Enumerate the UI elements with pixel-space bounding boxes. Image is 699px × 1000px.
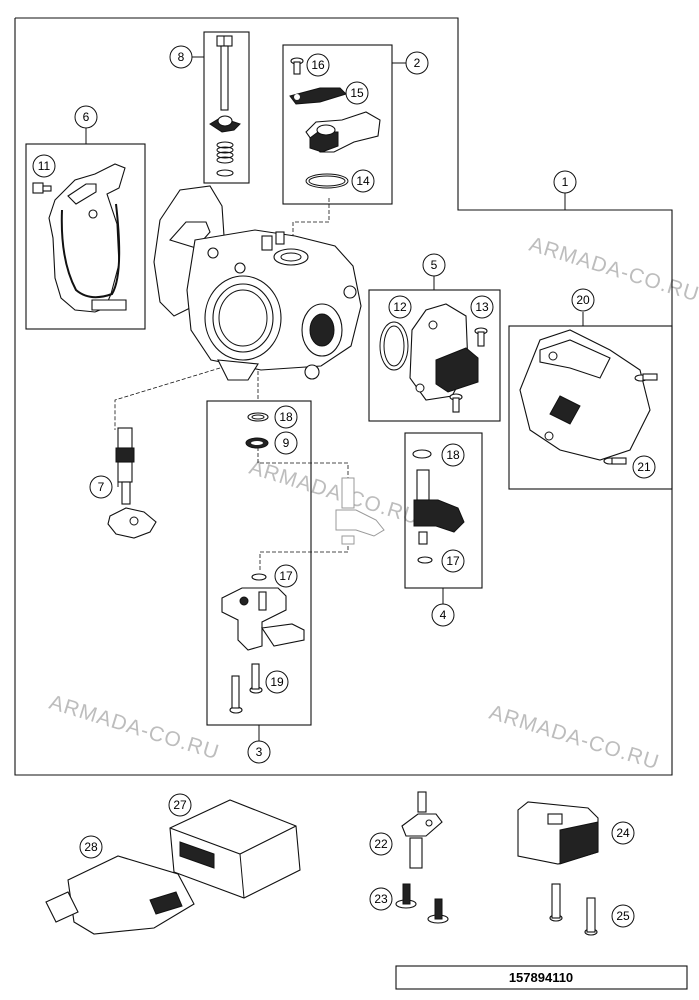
callout-17: 17: [274, 564, 298, 588]
part-25-screws: [549, 883, 598, 936]
svg-text:5: 5: [431, 258, 438, 272]
part-23-screws: [395, 883, 449, 924]
callout-18: 18: [441, 443, 465, 467]
svg-text:25: 25: [616, 909, 630, 923]
callout-19: 19: [265, 670, 289, 694]
part-15-lever: [289, 87, 347, 105]
svg-text:2: 2: [414, 56, 421, 70]
svg-text:17: 17: [446, 554, 460, 568]
part-21-screw: [603, 373, 658, 465]
svg-text:3: 3: [256, 745, 263, 759]
part-13-screw: [449, 327, 488, 413]
svg-text:8: 8: [178, 50, 185, 64]
svg-text:20: 20: [576, 293, 590, 307]
svg-text:7: 7: [98, 480, 105, 494]
callout-20: 20: [571, 288, 595, 312]
callout-1: 1: [553, 170, 577, 194]
part-4-injector: [412, 449, 465, 564]
watermark: ARMADA-CO.RU: [47, 691, 223, 765]
part-24-connector: [517, 801, 599, 865]
callout-17: 17: [441, 549, 465, 573]
part-3-rail: [221, 587, 305, 651]
callout-27: 27: [168, 793, 192, 817]
callouts: 1 2 3 4 5 6 7 8 9 11 12 13 14 15 16 17 1…: [32, 45, 656, 928]
box-2: [282, 44, 393, 205]
svg-text:9: 9: [283, 436, 290, 450]
callout-11: 11: [32, 154, 56, 178]
part-9-ring: [245, 437, 269, 449]
svg-text:19: 19: [270, 675, 284, 689]
assembly-dash-lines: [114, 198, 349, 570]
box-20: [508, 325, 673, 490]
part-11-screw: [32, 182, 52, 194]
callout-7: 7: [89, 475, 113, 499]
callout-15: 15: [345, 81, 369, 105]
callout-23: 23: [369, 887, 393, 911]
part-5-map-sensor: [409, 303, 479, 401]
part-8-spring-bolt: [209, 35, 241, 177]
svg-text:18: 18: [446, 448, 460, 462]
svg-text:15: 15: [350, 86, 364, 100]
part-7-sensor: [107, 427, 157, 539]
callout-25: 25: [611, 904, 635, 928]
callout-18: 18: [274, 405, 298, 429]
callout-24: 24: [611, 821, 635, 845]
svg-text:4: 4: [440, 608, 447, 622]
callout-5: 5: [422, 253, 446, 277]
part-19-screw: [229, 663, 263, 714]
box-8: [203, 31, 250, 184]
injector-center: [335, 477, 385, 545]
svg-text:16: 16: [311, 58, 325, 72]
part-12-o-ring: [379, 321, 409, 371]
part-18-ring: [247, 412, 269, 422]
svg-text:1: 1: [562, 175, 569, 189]
throttle-body: [153, 185, 362, 381]
callout-22: 22: [369, 832, 393, 856]
part-14-o-ring: [305, 173, 349, 189]
watermark: ARMADA-CO.RU: [487, 701, 663, 775]
callout-21: 21: [632, 455, 656, 479]
reference-box: [395, 965, 688, 990]
callout-14: 14: [351, 169, 375, 193]
callout-9: 9: [274, 431, 298, 455]
watermark: ARMADA-CO.RU: [247, 456, 423, 530]
svg-text:18: 18: [279, 410, 293, 424]
svg-text:6: 6: [83, 110, 90, 124]
part-28-module: [45, 855, 195, 935]
part-2-sensor: [305, 111, 381, 153]
callout-4: 4: [431, 603, 455, 627]
callout-3: 3: [247, 740, 271, 764]
callout-28: 28: [79, 835, 103, 859]
svg-text:11: 11: [38, 159, 51, 173]
svg-text:22: 22: [374, 837, 388, 851]
svg-text:23: 23: [374, 892, 388, 906]
part-17-ring: [251, 573, 267, 581]
callout-8: 8: [169, 45, 193, 69]
callout-13: 13: [470, 295, 494, 319]
svg-text:28: 28: [84, 840, 98, 854]
svg-text:21: 21: [637, 460, 651, 474]
watermark: ARMADA-CO.RU: [527, 233, 699, 307]
main-assembly-outline: [14, 17, 673, 776]
callout-2: 2: [405, 51, 429, 75]
part-22-sensor: [401, 791, 443, 869]
svg-text:14: 14: [356, 174, 370, 188]
callout-12: 12: [388, 295, 412, 319]
part-6-bracket: [48, 163, 127, 313]
svg-text:24: 24: [616, 826, 630, 840]
reference-code: 157894110: [509, 970, 573, 985]
svg-text:17: 17: [279, 569, 293, 583]
callout-16: 16: [306, 53, 330, 77]
svg-text:12: 12: [393, 300, 407, 314]
part-20-sensor-housing: [519, 329, 651, 461]
part-27-ecu: [169, 799, 301, 899]
svg-text:27: 27: [173, 798, 187, 812]
callout-6: 6: [74, 105, 98, 129]
svg-text:13: 13: [475, 300, 489, 314]
part-16-screw: [290, 57, 304, 75]
